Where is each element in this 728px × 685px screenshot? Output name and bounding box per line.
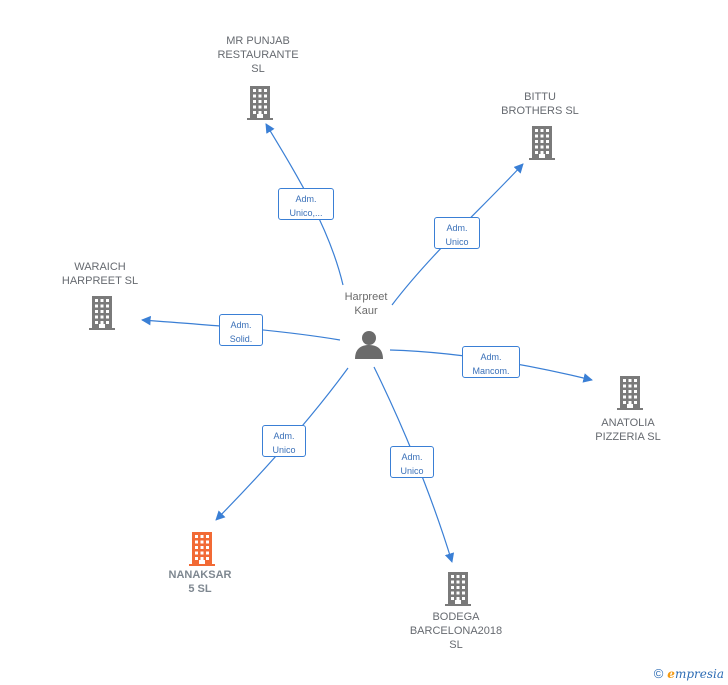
company-name-nanaksar[interactable]: NANAKSAR 5 SL xyxy=(168,569,232,595)
person-icon[interactable] xyxy=(354,329,384,359)
building-icon[interactable] xyxy=(86,294,118,330)
role-tag-mr-punjab[interactable]: Adm. Unico,... xyxy=(278,188,334,220)
company-name-mr-punjab[interactable]: MR PUNJAB RESTAURANTE SL xyxy=(217,35,299,75)
role-tag-nanaksar[interactable]: Adm. Unico xyxy=(262,425,306,457)
company-name-bodega[interactable]: BODEGA BARCELONA2018 SL xyxy=(409,611,503,651)
person-name[interactable]: Harpreet Kaur xyxy=(344,291,388,317)
company-name-anatolia[interactable]: ANATOLIA PIZZERIA SL xyxy=(595,417,661,443)
role-tag-anatolia[interactable]: Adm. Mancom. xyxy=(462,346,520,378)
copyright-symbol: © xyxy=(653,666,664,681)
building-icon[interactable] xyxy=(244,84,276,120)
building-icon[interactable] xyxy=(186,530,218,566)
role-tag-bittu[interactable]: Adm. Unico xyxy=(434,217,480,249)
company-name-waraich[interactable]: WARAICH HARPREET SL xyxy=(61,261,139,287)
footer-brand: ©empresia xyxy=(654,666,724,681)
brand-name: mpresia xyxy=(674,667,724,681)
brand-initial: e xyxy=(667,667,675,681)
company-name-bittu[interactable]: BITTU BROTHERS SL xyxy=(501,91,579,117)
building-icon[interactable] xyxy=(614,374,646,410)
role-tag-waraich[interactable]: Adm. Solid. xyxy=(219,314,263,346)
role-tag-bodega[interactable]: Adm. Unico xyxy=(390,446,434,478)
building-icon[interactable] xyxy=(526,124,558,160)
building-icon[interactable] xyxy=(442,570,474,606)
